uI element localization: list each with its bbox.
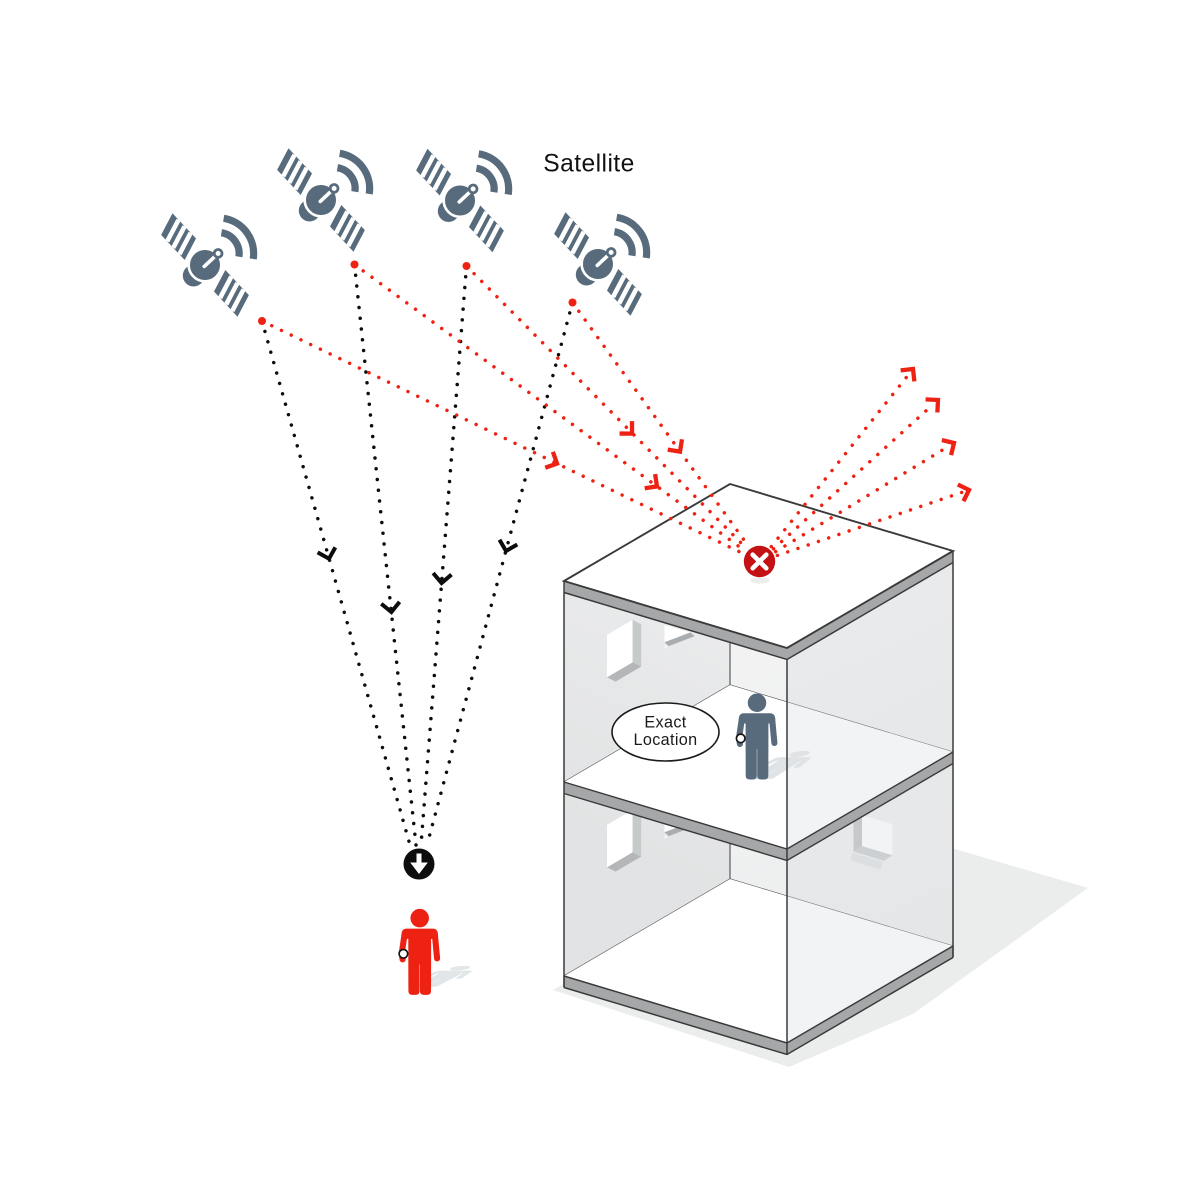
svg-text:Satellite: Satellite [543,151,635,178]
svg-text:Exact: Exact [644,714,686,732]
svg-text:Location: Location [633,731,697,749]
